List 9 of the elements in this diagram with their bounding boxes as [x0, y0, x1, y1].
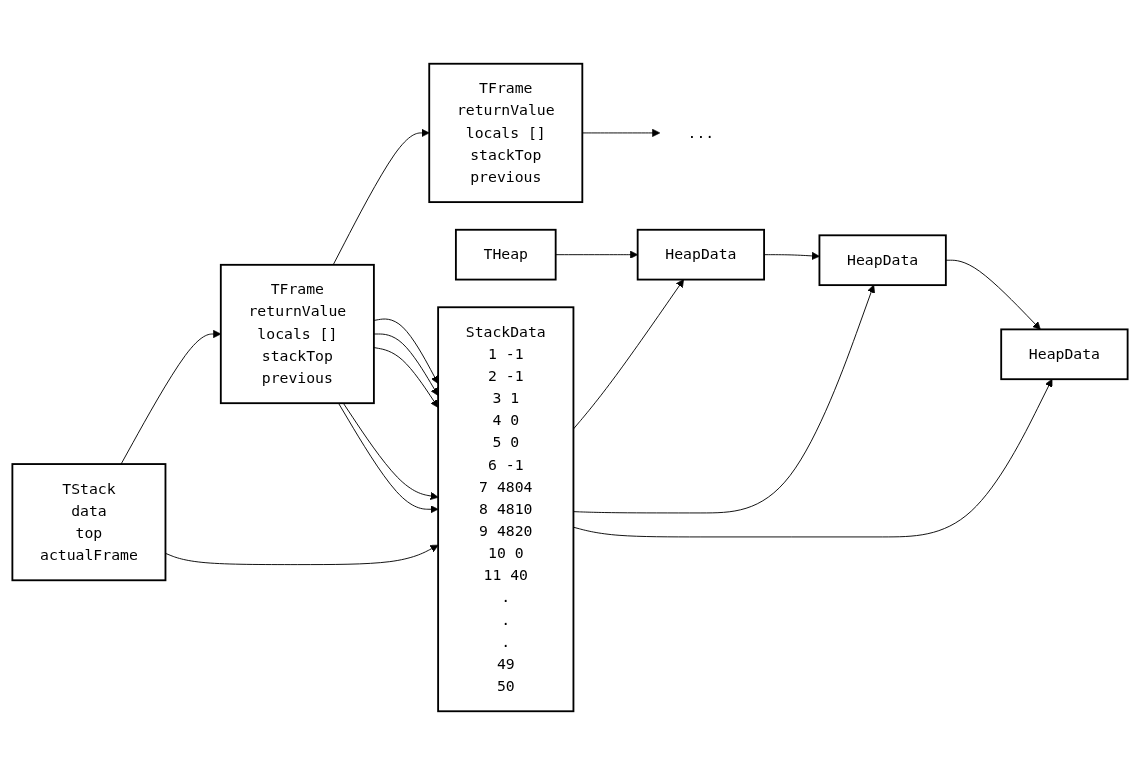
node-box: TFrame returnValue locals [] stackTop previous — [219, 263, 375, 404]
node-text: ... — [687, 123, 714, 141]
node-box: HeapData — [636, 228, 765, 280]
node-box: THeap — [454, 228, 557, 280]
node-box: TStack data top actualFrame — [10, 462, 166, 581]
node-box: StackData 1 -1 2 -1 3 1 4 0 5 0 6 -1 7 4804 8 4810 9 4820 10 0 11 40 . . . 49 50 — [436, 305, 574, 712]
node-box: HeapData — [999, 327, 1129, 380]
node-box: HeapData — [818, 233, 947, 286]
node-box: TFrame returnValue locals [] stackTop previous — [427, 62, 583, 203]
